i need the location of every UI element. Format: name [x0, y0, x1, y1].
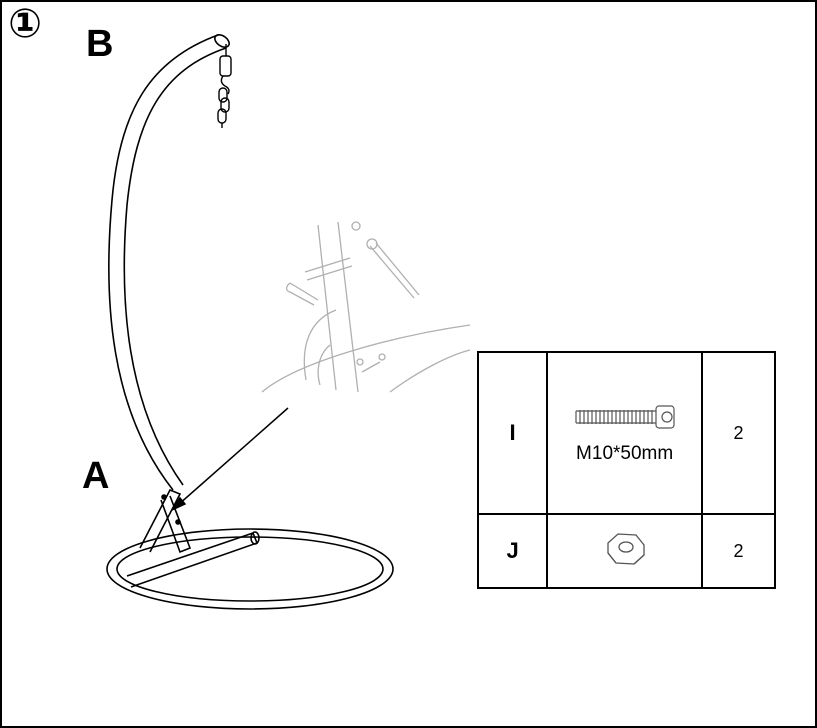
part-letter-cell: I [476, 351, 549, 515]
part-letter-cell: J [476, 513, 549, 589]
parts-table: I M10*50mm 2 J [476, 351, 776, 589]
table-row: I M10*50mm 2 [476, 351, 776, 515]
bolt-icon [575, 404, 675, 429]
base-legs [126, 488, 260, 588]
part-qty-cell: 2 [701, 513, 776, 589]
part-spec: M10*50mm [576, 442, 674, 464]
label-b: B [86, 23, 114, 65]
curved-pole [108, 34, 230, 491]
part-letter: J [506, 538, 519, 563]
joint-detail [261, 221, 471, 393]
part-qty-cell: 2 [701, 351, 776, 515]
hex-nut-icon [606, 532, 645, 565]
part-image-cell: M10*50mm [546, 351, 704, 515]
part-qty: 2 [733, 540, 744, 561]
swivel-chain-icon [217, 44, 232, 128]
step-number: ① [8, 1, 42, 47]
part-qty: 2 [733, 422, 744, 443]
label-a: A [82, 455, 110, 497]
table-row: J 2 [476, 513, 776, 589]
detail-arrow [169, 407, 289, 512]
part-image-cell [546, 513, 704, 589]
base-ring [106, 528, 394, 610]
part-letter: I [509, 420, 516, 445]
